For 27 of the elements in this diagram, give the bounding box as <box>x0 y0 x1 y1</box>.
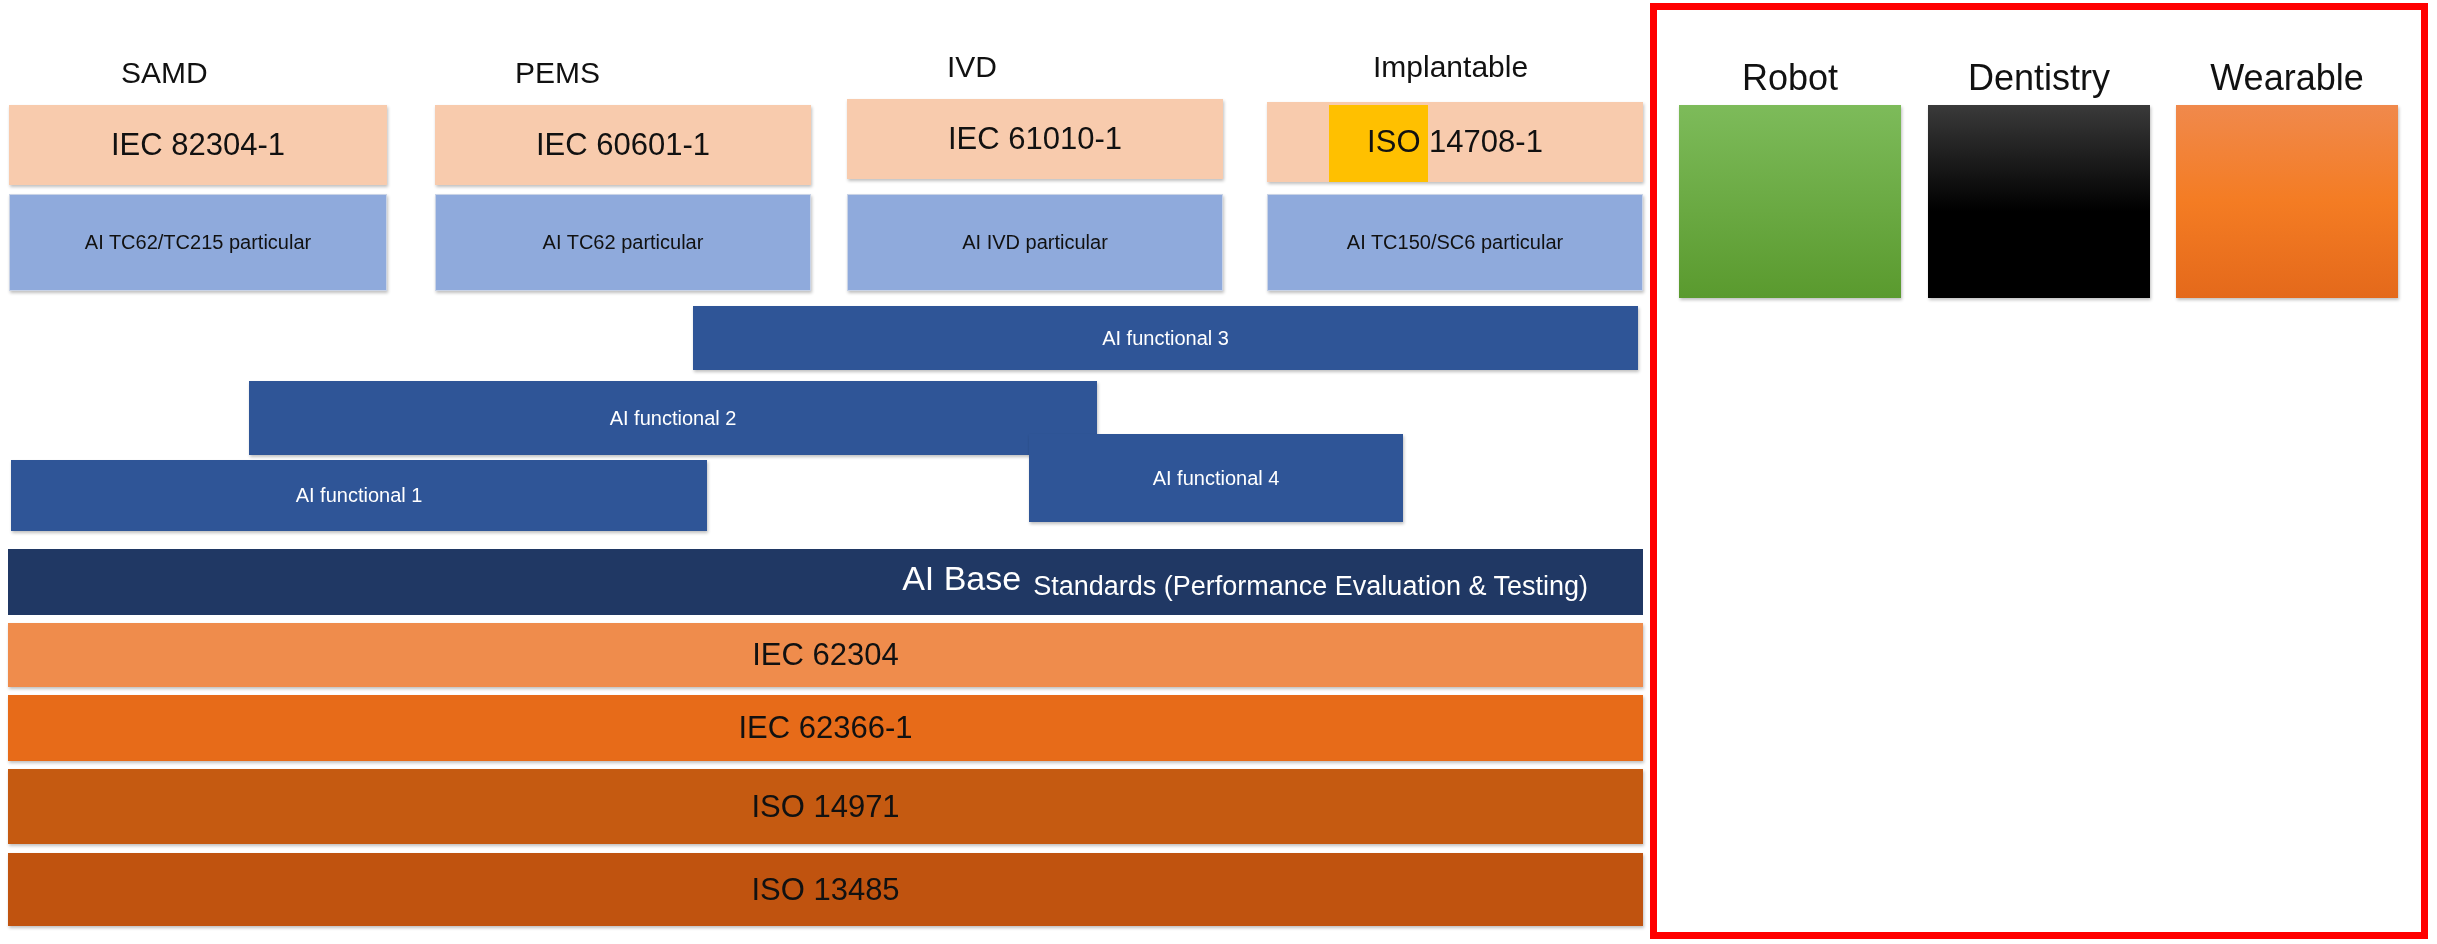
bar-title: AI Base <box>902 558 1022 598</box>
standard-label: ISO 14708-1 <box>1367 124 1543 160</box>
column-heading: SAMD <box>121 58 208 88</box>
standard-bar: AI TC62 particular <box>435 194 811 291</box>
category-heading: Wearable <box>2209 60 2365 96</box>
standard-bar: AI functional 2 <box>249 381 1097 455</box>
column-heading: IVD <box>947 52 997 82</box>
standard-bar: AI TC150/SC6 particular <box>1267 194 1643 291</box>
standard-label: IEC 60601-1 <box>535 127 711 163</box>
base-standards-bar <box>8 549 1643 615</box>
standard-bar: IEC 62366-1 <box>8 695 1643 761</box>
standard-bar: ISO 14971 <box>8 769 1643 844</box>
standard-bar: IEC 62304 <box>8 623 1643 687</box>
category-heading: Robot <box>1740 60 1840 96</box>
standard-bar: AI functional 4 <box>1029 434 1403 522</box>
standard-bar: AI IVD particular <box>847 194 1223 291</box>
standard-bar: AI functional 1 <box>11 460 707 531</box>
standard-bar: ISO 13485 <box>8 853 1643 926</box>
standard-label: IEC 61010-1 <box>947 121 1123 157</box>
standard-bar: AI TC62/TC215 particular <box>9 194 387 291</box>
standard-label: IEC 82304-1 <box>110 127 286 163</box>
column-heading: PEMS <box>515 58 601 88</box>
column-heading: Implantable <box>1373 52 1529 82</box>
outlined-panel <box>1650 3 2428 939</box>
standard-bar: AI functional 3 <box>693 306 1638 370</box>
bar-subtitle: Standards (Performance Evaluation & Testing) <box>1033 570 1588 602</box>
category-heading: Dentistry <box>1967 60 2111 96</box>
